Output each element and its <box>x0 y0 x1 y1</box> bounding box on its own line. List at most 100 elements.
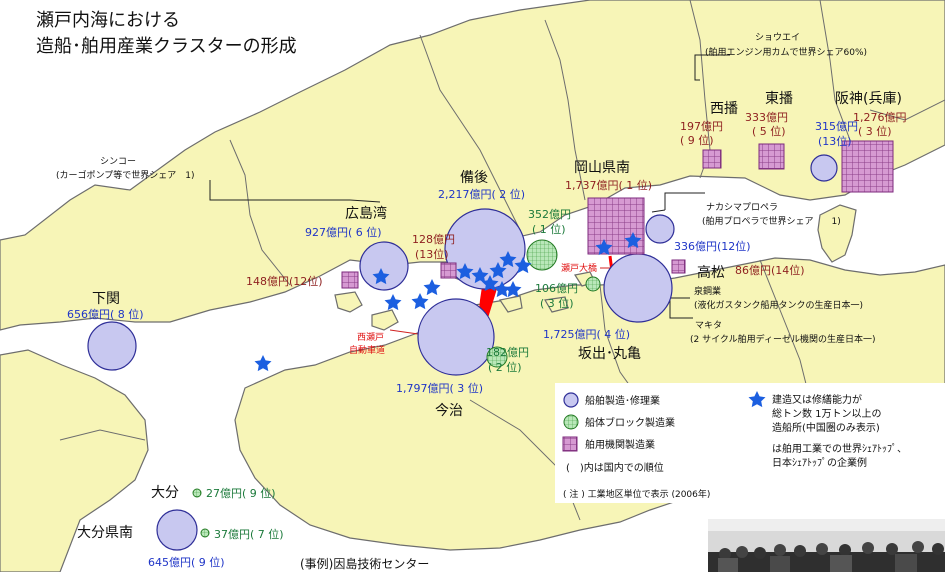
star-1 <box>372 268 390 285</box>
value-takamatsu-engine: 86億円(14位) <box>735 263 805 277</box>
legend-ship-swatch <box>563 392 579 408</box>
title-line-2: 造船･舶用産業クラスターの形成 <box>36 36 297 57</box>
legend-world-1: は舶用工業での世界ｼｪｱﾄｯﾌﾟ、 <box>772 442 907 455</box>
star-4 <box>423 279 441 296</box>
bingo-ship-circle <box>444 208 526 290</box>
annotation-nishiseto-1: 西瀬戸 <box>357 331 384 343</box>
region-oita-south: 大分県南 <box>77 525 133 541</box>
hiroshima-ship-circle <box>359 241 409 291</box>
legend-block-label: 船体ブロック製造業 <box>585 416 675 429</box>
value-okayama-engine: 1,737億円( 1 位) <box>565 178 652 192</box>
region-nishiharima: 西播 <box>710 101 738 117</box>
annotation-nishiseto-2: 自動車道 <box>349 344 385 356</box>
value-bingo-engine-2: (13位) <box>415 247 449 261</box>
star-3 <box>411 293 429 310</box>
value-nishiharima-2: ( 9 位) <box>680 133 714 147</box>
value-okayama-ship: 336億円(12位) <box>674 239 751 253</box>
star-7 <box>481 275 499 292</box>
legend-world-2: 日本ｼｪｱﾄｯﾌﾟの企業例 <box>772 456 867 469</box>
legend: 船舶製造･修理業 船体ブロック製造業 舶用機関製造業 ( )内は国内での順位 (… <box>555 383 945 503</box>
bingo-engine-square <box>440 262 457 279</box>
nishiharima-engine-square <box>702 149 722 169</box>
example-caption: (事例)因島技術センター <box>300 556 429 571</box>
legend-engine-swatch <box>562 436 578 452</box>
value-hanshin-ship-1: 315億円 <box>815 120 858 133</box>
legend-star-1: 建造又は修繕能力が <box>772 393 862 406</box>
value-higashiharima-1: 333億円 <box>745 111 788 124</box>
region-shimonoseki: 下関 <box>92 291 120 307</box>
annotation-makita-1: マキタ <box>695 320 722 331</box>
higashiharima-engine-square <box>758 143 785 170</box>
star-13 <box>595 239 613 256</box>
annotation-seto-bridge: 瀬戸大橋 <box>561 262 597 274</box>
star-2 <box>384 294 402 311</box>
star-9 <box>499 251 517 268</box>
legend-ship-label: 船舶製造･修理業 <box>585 394 660 407</box>
value-hanshin-engine-2: ( 3 位) <box>858 124 892 138</box>
legend-star-3: 造船所(中国圏のみ表示) <box>772 421 880 434</box>
annotation-kanagawa-1: 泉鋼業 <box>694 285 721 297</box>
annotation-makita-2: (2 サイクル舶用ディーゼル機関の生産日本一) <box>690 333 876 345</box>
oita-block-circle <box>192 488 202 498</box>
region-sakaide: 坂出･丸亀 <box>578 346 641 362</box>
value-hiroshima: 927億円( 6 位) <box>305 225 382 239</box>
shimonoseki-ship-circle <box>87 321 137 371</box>
value-nishiharima-1: 197億円 <box>680 120 723 133</box>
hiroshima-engine-square <box>341 271 359 289</box>
region-imabari: 今治 <box>435 403 463 419</box>
legend-rank-label: ( )内は国内での順位 <box>566 461 664 474</box>
value-bingo-block-1: 352億円 <box>528 208 571 221</box>
legend-star-swatch <box>748 391 766 408</box>
star-12 <box>504 281 522 298</box>
star-15 <box>254 355 272 372</box>
imabari-ship-circle <box>417 298 495 376</box>
value-imabari-block-2: ( 2 位) <box>488 360 522 374</box>
value-hanshin-ship-2: (13位) <box>818 134 852 148</box>
region-higashiharima: 東播 <box>765 91 793 107</box>
hanshin-ship-circle <box>810 154 838 182</box>
star-5 <box>456 263 474 280</box>
value-imabari-ship: 1,797億円( 3 位) <box>396 381 483 395</box>
hanshin-engine-square <box>841 140 894 193</box>
takamatsu-engine-square <box>671 259 686 274</box>
value-bingo-engine-1: 128億円 <box>412 233 455 246</box>
region-oita: 大分 <box>151 485 179 501</box>
value-bingo-block-2: ( 1 位) <box>532 222 566 236</box>
region-hanshin: 阪神(兵庫) <box>835 90 902 107</box>
value-shimonoseki: 656億円( 8 位) <box>67 307 144 321</box>
legend-block-swatch <box>563 414 579 430</box>
value-sakaide-block-2: ( 3 位) <box>540 296 574 310</box>
annotation-nakashima-1: ナカシマプロペラ <box>706 202 778 213</box>
title-line-1: 瀬戸内海における <box>36 10 180 31</box>
value-bingo: 2,217億円( 2 位) <box>438 187 525 201</box>
legend-engine-label: 舶用機関製造業 <box>585 438 655 451</box>
okayama-ship-circle <box>645 214 675 244</box>
value-hiroshima-engine: 148億円(12位) <box>246 274 323 288</box>
annotation-shinko-1: シンコー <box>100 157 136 167</box>
star-6 <box>471 267 489 284</box>
value-imabari-block-1: 182億円 <box>486 346 529 359</box>
value-sakaide-ship: 1,725億円( 4 位) <box>543 327 630 341</box>
value-oita-south-ship: 645億円( 9 位) <box>148 555 225 569</box>
star-14 <box>624 232 642 249</box>
star-11 <box>493 281 511 298</box>
star-10 <box>514 257 532 274</box>
example-photo <box>708 519 945 572</box>
shipyard-stars <box>254 232 642 372</box>
annotation-kanagawa-2: (液化ガスタンク船用タンクの生産日本一) <box>694 299 863 311</box>
annotation-shoei-1: ショウエイ <box>755 32 800 43</box>
value-sakaide-block-1: 106億円 <box>535 282 578 295</box>
leader-lines <box>209 54 730 336</box>
annotation-nakashima-2: (舶用プロペラで世界シェア 1) <box>702 215 841 227</box>
legend-star-2: 総トン数 1万トン以上の <box>772 407 882 420</box>
region-okayama: 岡山県南 <box>574 160 630 176</box>
region-takamatsu: 高松 <box>697 264 725 281</box>
imabari-block-circle <box>486 346 508 368</box>
sakaide-block-circle <box>585 276 601 292</box>
oita-south-block-circle <box>200 528 210 538</box>
value-oita-block: 27億円( 9 位) <box>206 486 276 500</box>
block-markers <box>192 239 601 538</box>
legend-note: ( 注 ) 工業地区単位で表示 (2006年) <box>563 488 710 500</box>
value-oita-south-block: 37億円( 7 位) <box>214 527 284 541</box>
